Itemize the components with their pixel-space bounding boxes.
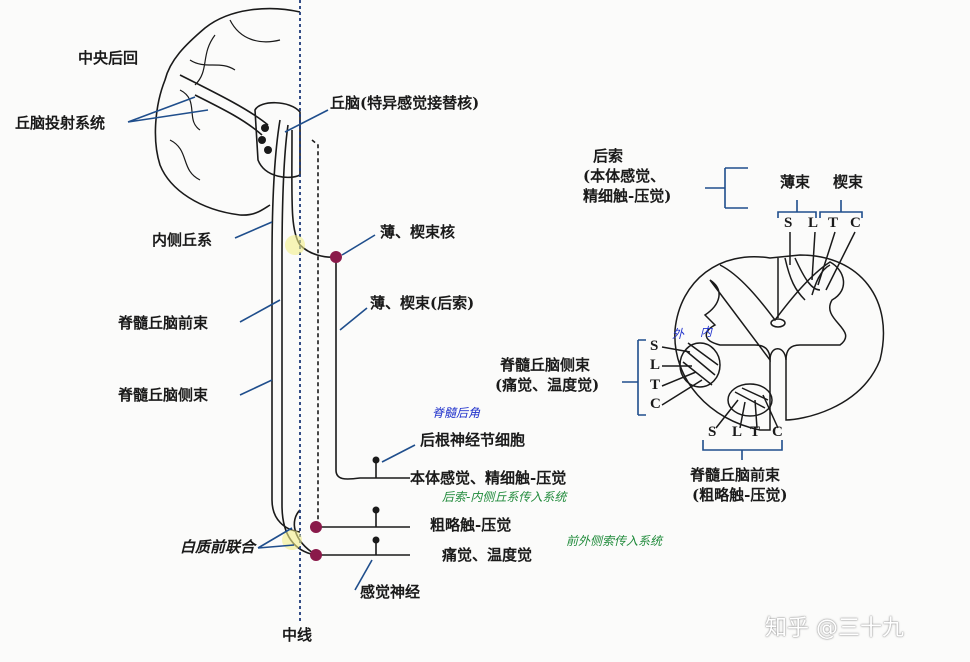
pain-nerve (318, 540, 410, 556)
letter-l: L (650, 357, 661, 373)
label-crude-touch: 粗略触-压觉 (430, 516, 512, 534)
thalamic-nucleus (264, 146, 272, 154)
label-gracile-cuneate-nuclei: 薄、楔束核 (380, 223, 456, 241)
label-anterior-tract-desc: (粗略触-压觉) (692, 486, 788, 504)
label-lateral-spinothalamic: 脊髓丘脑侧束 (118, 386, 209, 404)
internal-capsule (179, 74, 269, 136)
pointer-line (341, 234, 376, 256)
note-outer: 外 (672, 327, 685, 341)
posterior-column-dashed (311, 139, 319, 520)
dorsal-horn-neuron (310, 549, 322, 561)
label-thalamic-projection: 丘脑投射系统 (15, 114, 106, 132)
pointer-line (284, 109, 329, 133)
letter-t: T (750, 424, 761, 440)
pointer-line (354, 559, 373, 591)
gracile-cuneate-nucleus-dot (330, 251, 342, 263)
letter-c: C (772, 424, 783, 440)
lateral-tract-area (679, 342, 721, 388)
label-lateral-tract-desc: (痛觉、温度觉) (495, 376, 600, 394)
label-pain-temperature: 痛觉、温度觉 (442, 546, 533, 564)
bracket-cuneate (819, 200, 863, 218)
label-posterior-funiculus-desc: 精细触-压觉) (583, 187, 672, 205)
letter-c: C (650, 396, 661, 412)
label-proprioception: 本体感觉、精细触-压觉 (410, 469, 567, 487)
note-white-commissure: 白质前联合 (180, 538, 256, 556)
anterior-spinothalamic-fibre (271, 119, 301, 533)
letter-c: C (850, 215, 861, 231)
gray-matter (703, 261, 847, 363)
letter-t: T (828, 215, 839, 231)
letter-t: T (650, 377, 661, 393)
anterior-tract-lines (734, 387, 769, 409)
label-dorsal-root-ganglion: 后根神经节细胞 (420, 431, 526, 449)
anterior-tract-area (727, 383, 773, 417)
letter-s: S (784, 215, 793, 231)
label-lateral-tract: 脊髓丘脑侧束 (500, 356, 591, 374)
note-green-2: 前外侧索传入系统 (566, 534, 663, 548)
label-gracile: 薄束 (780, 173, 811, 191)
watermark: 知乎 @三十九 (765, 616, 904, 641)
thalamic-nucleus (261, 124, 269, 132)
pointer-line (239, 379, 273, 396)
ganglion-cell (372, 456, 380, 464)
letter-l: L (732, 424, 743, 440)
bracket-posterior (705, 167, 748, 209)
pointer-line (257, 527, 295, 549)
bracket-lateral (622, 339, 646, 416)
label-posterior-funiculus: 后索 (593, 147, 624, 165)
brain-gyri (169, 19, 281, 181)
thalamic-nucleus (258, 136, 266, 144)
label-gracile-cuneate-tracts: 薄、楔束(后索) (370, 294, 475, 312)
pointer-line (381, 444, 416, 463)
pointer-line (127, 96, 209, 123)
label-anterior-tract: 脊髓丘脑前束 (690, 466, 781, 484)
lateral-spinothalamic-fibre (281, 124, 316, 556)
letter-s: S (650, 338, 659, 354)
ganglion-cell (372, 536, 380, 544)
label-medial-lemniscus: 内侧丘系 (152, 231, 213, 249)
letter-l: L (808, 215, 819, 231)
pointer-line (234, 221, 273, 239)
lateral-tract-lines (682, 342, 719, 386)
central-canal (770, 318, 786, 328)
note-blue: 脊髓后角 (432, 406, 481, 420)
pointer-line (339, 307, 368, 331)
letter-pointers (661, 231, 856, 429)
note-green-1: 后索-内侧丘系传入系统 (442, 490, 567, 504)
label-posterior-funiculus-desc: (本体感觉、 (583, 167, 666, 185)
posterior-column-fibre (335, 257, 410, 480)
posterior-column-lines (777, 257, 831, 318)
label-anterior-spinothalamic: 脊髓丘脑前束 (118, 314, 209, 332)
label-postcentral-gyrus: 中央后回 (78, 49, 139, 67)
ganglion-cell (372, 506, 380, 514)
note-inner: 内 (700, 325, 713, 339)
highlight-marker (285, 235, 305, 255)
label-sensory-nerve: 感觉神经 (360, 583, 421, 601)
bracket-gracile (777, 200, 817, 218)
dorsal-horn-neuron (310, 521, 322, 533)
bracket-anterior (702, 440, 783, 460)
pointer-line (239, 299, 281, 323)
label-thalamus: 丘脑(特异感觉接替核) (330, 94, 480, 112)
letter-s: S (708, 424, 717, 440)
spinal-cord-outline (674, 254, 885, 431)
label-midline: 中线 (282, 626, 313, 644)
label-cuneate: 楔束 (833, 173, 864, 191)
crude-touch-nerve (318, 510, 410, 528)
